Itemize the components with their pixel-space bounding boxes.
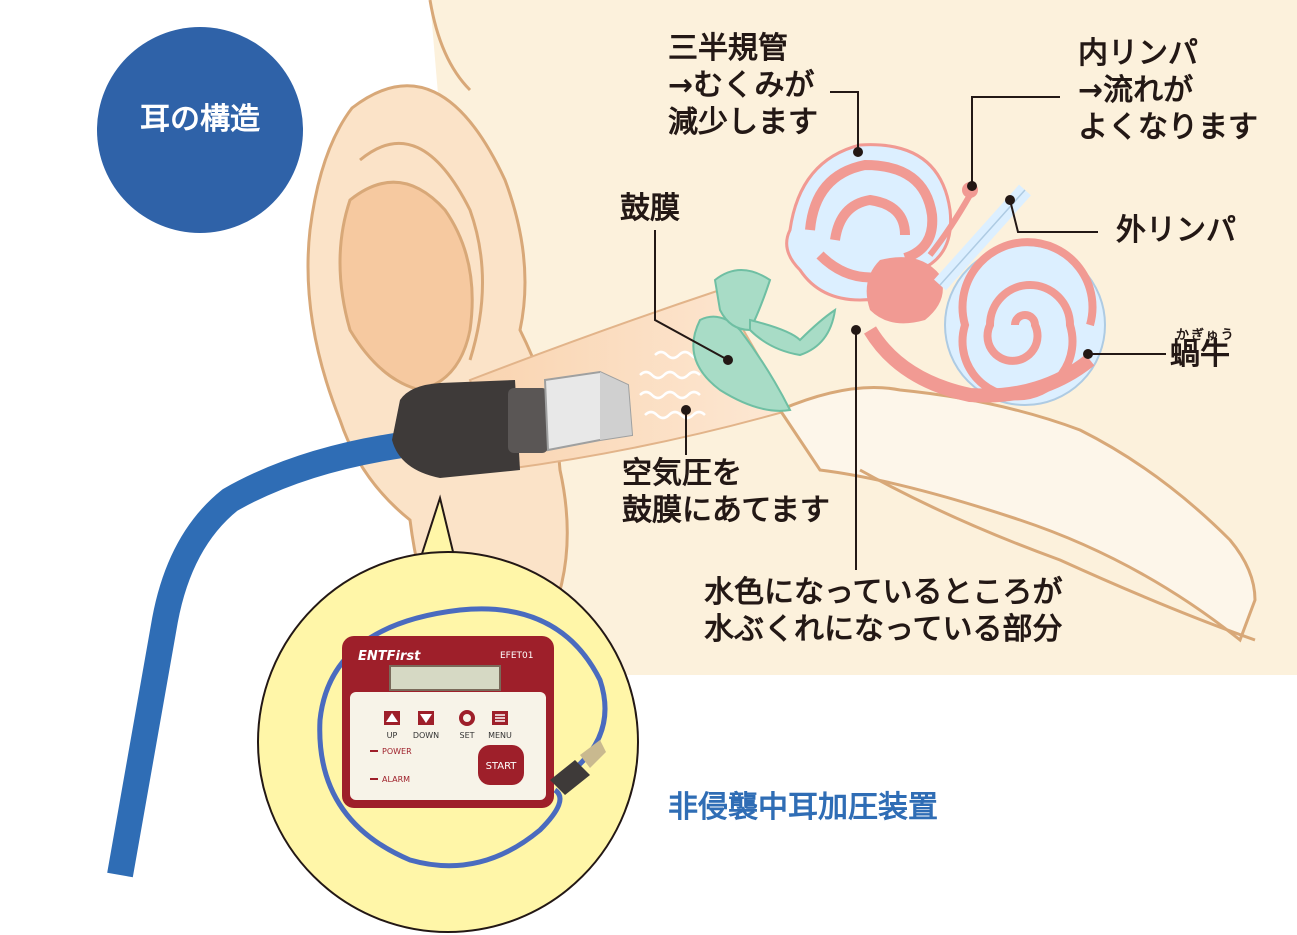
label-semicircular-canals: 三半規管 →むくみが 減少します xyxy=(668,31,818,140)
incus xyxy=(749,307,837,357)
indicator-power: POWER xyxy=(382,747,412,756)
btn-label-set: SET xyxy=(459,731,474,740)
device-model: EFET01 xyxy=(500,651,534,661)
earpiece xyxy=(392,370,634,478)
indicator-alarm: ALARM xyxy=(382,775,410,784)
device-cable xyxy=(317,606,608,869)
malleus xyxy=(713,269,772,332)
label-perilymph: 外リンパ xyxy=(1116,213,1236,248)
label-eardrum: 鼓膜 xyxy=(620,191,680,226)
label-air-pressure: 空気圧を 鼓膜にあてます xyxy=(622,456,830,528)
label-cochlea-ruby: かぎゅう xyxy=(1176,328,1236,343)
device-tube xyxy=(107,432,404,878)
start-label: START xyxy=(486,761,518,772)
leader-perilymph xyxy=(1009,199,1098,233)
concha xyxy=(338,180,474,392)
leader-semicircular xyxy=(830,91,859,152)
btn-label-menu: MENU xyxy=(488,731,512,740)
device-brand: ENTFirst xyxy=(358,649,421,664)
device-display xyxy=(389,665,501,691)
label-swelling: 水色になっているところが 水ぶくれになっている部分 xyxy=(704,575,1063,647)
inner-ear xyxy=(785,143,1106,406)
temporal-bone-outline xyxy=(777,386,1257,643)
pinna-fold xyxy=(359,141,484,361)
pressure-device: ENTFirst EFET01 UP DOWN SET MENU POWER A… xyxy=(342,636,606,808)
btn-label-up: UP xyxy=(387,731,398,740)
vestibule xyxy=(866,257,943,324)
pinna-top-line xyxy=(428,0,472,92)
title-circle xyxy=(97,27,303,233)
leader-eardrum xyxy=(654,230,729,361)
btn-label-down: DOWN xyxy=(413,731,439,740)
eustachian-tube xyxy=(859,468,1256,642)
label-endolymph: 内リンパ →流れが よくなります xyxy=(1078,36,1258,145)
eardrum-and-ossicles xyxy=(692,269,837,412)
leader-endolymph xyxy=(971,96,1060,186)
start-button xyxy=(478,745,524,785)
diagram-title: 耳の構造 xyxy=(140,102,260,137)
leader-lines xyxy=(654,91,1166,570)
endolymphatic-duct xyxy=(927,193,973,257)
label-cochlea: 蝸牛 xyxy=(1170,337,1230,372)
device-caption: 非侵襲中耳加圧装置 xyxy=(668,790,938,825)
cochlea xyxy=(863,238,1106,406)
